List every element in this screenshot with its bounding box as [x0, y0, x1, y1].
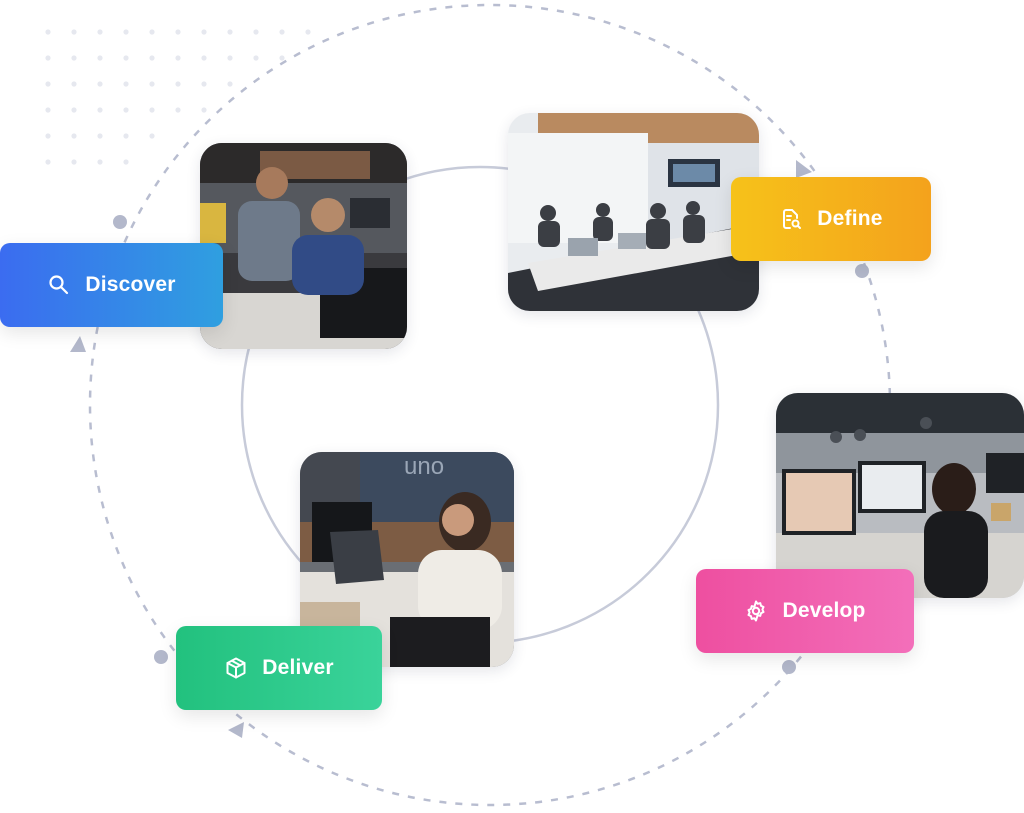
grid-dot: [97, 107, 103, 113]
wall-sign-text: uno: [404, 453, 444, 480]
grid-dot: [227, 55, 233, 61]
grid-dot: [71, 133, 77, 139]
grid-dot: [279, 55, 285, 61]
grid-dot: [201, 29, 207, 35]
grid-dot: [175, 107, 181, 113]
grid-dot: [227, 81, 233, 87]
grid-dot: [45, 159, 51, 165]
grid-dot: [45, 55, 51, 61]
photo-develop: [776, 393, 1024, 598]
stage-define-button[interactable]: Define: [731, 177, 931, 261]
stage-discover-label: Discover: [85, 273, 176, 296]
stage-discover-button[interactable]: Discover: [0, 243, 223, 327]
grid-dot: [149, 133, 155, 139]
grid-dot: [123, 81, 129, 87]
grid-dot: [97, 159, 103, 165]
grid-dot: [201, 55, 207, 61]
stage-develop-button[interactable]: Develop: [696, 569, 914, 653]
grid-dot: [123, 55, 129, 61]
grid-dot: [71, 107, 77, 113]
arrowhead-discover: [70, 336, 86, 352]
grid-dot: [97, 29, 103, 35]
search-icon: [47, 273, 71, 297]
grid-dot: [149, 107, 155, 113]
grid-dot: [175, 29, 181, 35]
grid-dot: [175, 81, 181, 87]
marker-dot-deliver: [154, 650, 168, 664]
dot-grid: [45, 29, 311, 165]
grid-dot: [97, 81, 103, 87]
photo-discover: [200, 143, 407, 349]
arrowhead-deliver: [228, 722, 244, 738]
arrowhead-define: [796, 160, 812, 178]
grid-dot: [253, 55, 259, 61]
grid-dot: [45, 29, 51, 35]
grid-dot: [45, 133, 51, 139]
gear-icon: [744, 599, 768, 623]
grid-dot: [149, 55, 155, 61]
grid-dot: [71, 55, 77, 61]
grid-dot: [97, 55, 103, 61]
grid-dot: [149, 29, 155, 35]
grid-dot: [149, 81, 155, 87]
grid-dot: [71, 29, 77, 35]
grid-dot: [97, 133, 103, 139]
grid-dot: [279, 29, 285, 35]
grid-dot: [71, 159, 77, 165]
marker-dot-develop: [782, 660, 796, 674]
document-search-icon: [779, 207, 803, 231]
grid-dot: [253, 29, 259, 35]
grid-dot: [45, 81, 51, 87]
grid-dot: [123, 133, 129, 139]
stage-deliver-label: Deliver: [262, 656, 334, 679]
grid-dot: [45, 107, 51, 113]
grid-dot: [201, 81, 207, 87]
grid-dot: [175, 55, 181, 61]
grid-dot: [123, 29, 129, 35]
grid-dot: [201, 107, 207, 113]
grid-dot: [123, 159, 129, 165]
marker-dot-discover: [113, 215, 127, 229]
grid-dot: [71, 81, 77, 87]
stage-define-label: Define: [817, 207, 883, 230]
grid-dot: [305, 29, 311, 35]
stage-develop-label: Develop: [782, 599, 866, 622]
marker-dot-define: [855, 264, 869, 278]
stage-deliver-button[interactable]: Deliver: [176, 626, 382, 710]
package-icon: [224, 656, 248, 680]
grid-dot: [123, 107, 129, 113]
grid-dot: [227, 29, 233, 35]
photo-define: [508, 113, 759, 311]
